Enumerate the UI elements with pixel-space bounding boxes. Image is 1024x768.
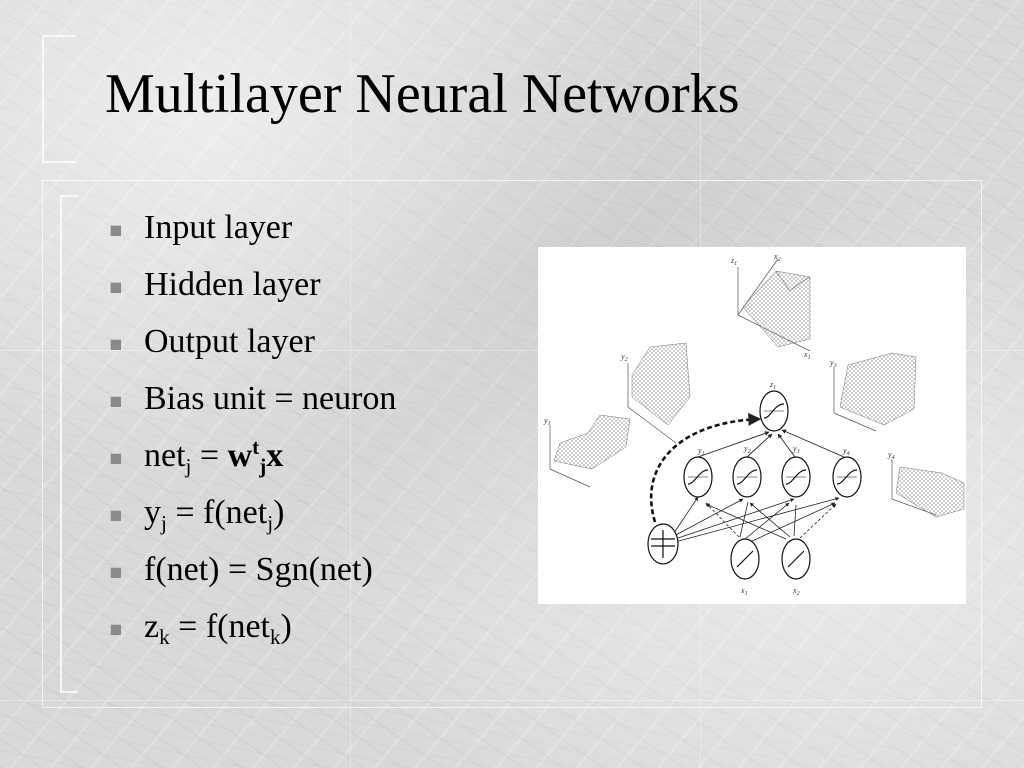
- bullet-text-part: k: [159, 625, 170, 650]
- bullet-text-part: Hidden layer: [144, 266, 321, 303]
- y4-node-label: y4: [842, 446, 850, 457]
- bullet-square-icon: [110, 225, 121, 236]
- bullet-text-part: j: [267, 511, 274, 536]
- y3-surface-plot: y3: [829, 352, 917, 432]
- background-grid-line: [350, 0, 351, 768]
- bias-to-output-connection: [649, 412, 762, 523]
- x2-node-label: x2: [792, 586, 800, 597]
- linear-icon: [787, 550, 805, 568]
- bullet-text-part: j: [161, 511, 167, 536]
- y2-node-label: y2: [743, 444, 751, 455]
- bullet-square-icon: [110, 396, 121, 407]
- bullet-text: Bias unit = neuron: [144, 380, 396, 417]
- bullet-text-part: net: [144, 437, 186, 474]
- bullet-square-icon: [110, 453, 121, 464]
- content-bracket-decoration: [60, 195, 78, 693]
- y3-axis-label: y3: [829, 358, 837, 369]
- bullet-item: Hidden layer: [106, 263, 396, 320]
- bullet-text: Input layer: [144, 209, 292, 246]
- bullet-square-icon: [110, 510, 121, 521]
- y1-node-label: y1: [697, 446, 705, 457]
- hidden-output-connections: [697, 429, 845, 458]
- content-frame: [42, 180, 982, 708]
- input-hidden-connections: [673, 496, 840, 543]
- x1-node-label: x1: [740, 586, 748, 597]
- y4-axis-label: y4: [887, 450, 895, 461]
- bullet-square-icon: [110, 624, 121, 635]
- title-bracket-decoration: [42, 35, 76, 163]
- y4-surface-plot: y4: [887, 450, 965, 518]
- network-diagram: z1 x2 x1 y2 y1 y3: [543, 252, 965, 597]
- bullet-item: f(net) = Sgn(net): [106, 548, 396, 605]
- bullet-text-part: w: [227, 437, 253, 474]
- bullet-text: Output layer: [144, 323, 315, 360]
- bullet-square-icon: [110, 567, 121, 578]
- bullet-item: Bias unit = neuron: [106, 377, 396, 434]
- bullet-text-part: =: [191, 437, 228, 474]
- linear-icon: [736, 550, 754, 568]
- bullet-item: yj = f(netj): [106, 491, 396, 548]
- y3-node-label: y3: [792, 444, 800, 455]
- z1-surface-plot: z1 x2 x1: [730, 252, 811, 361]
- bullet-text-part: ): [280, 608, 292, 645]
- bullet-item: netj = wtjx: [106, 434, 396, 491]
- network-nodes: [647, 390, 862, 580]
- bullet-text-part: y: [144, 494, 161, 531]
- bullet-text: Hidden layer: [144, 266, 321, 303]
- bullet-item: zk = f(netk): [106, 605, 396, 662]
- bullet-text-part: = f(net: [166, 494, 268, 531]
- bullet-item: Input layer: [106, 206, 396, 263]
- y1-axis-label: y1: [543, 416, 551, 427]
- bullet-text-part: Bias unit = neuron: [144, 380, 397, 417]
- bullet-text-part: j: [259, 454, 267, 479]
- bullet-text-part: t: [252, 435, 260, 460]
- bullet-text-part: = f(net: [169, 608, 270, 645]
- bullet-text-part: Output layer: [144, 323, 315, 360]
- bullet-text-part: z: [144, 608, 160, 645]
- slide-title: Multilayer Neural Networks: [105, 63, 740, 125]
- bullet-text: zk = f(netk): [144, 608, 292, 648]
- activation-glyphs: [651, 403, 858, 568]
- bullet-text-part: x: [266, 437, 284, 474]
- bullet-item: Output layer: [106, 320, 396, 377]
- z1-node-label: z1: [769, 380, 776, 391]
- background-grid-line: [0, 700, 1024, 701]
- bullet-text-part: f(net) = Sgn(net): [144, 551, 373, 588]
- bullet-text-part: ): [273, 494, 285, 531]
- y2-surface-plot: y2: [620, 342, 691, 444]
- background-grid-line: [0, 350, 1024, 351]
- bullet-square-icon: [110, 339, 121, 350]
- y1-surface-plot: y1: [543, 414, 631, 488]
- bullet-text: netj = wtjx: [144, 435, 284, 477]
- x2-axis-label-top: x2: [773, 252, 781, 263]
- bullet-text-part: k: [270, 625, 281, 650]
- z1-axis-label: z1: [730, 256, 737, 267]
- bullet-text: yj = f(netj): [144, 494, 285, 534]
- bullet-text-part: j: [185, 454, 192, 479]
- x1-axis-label-top: x1: [803, 350, 811, 361]
- bullet-square-icon: [110, 282, 121, 293]
- bullet-text: f(net) = Sgn(net): [144, 551, 373, 588]
- neural-network-figure: z1 x2 x1 y2 y1 y3: [538, 247, 966, 604]
- y2-axis-label: y2: [620, 352, 628, 363]
- bullet-text-part: Input layer: [144, 209, 293, 246]
